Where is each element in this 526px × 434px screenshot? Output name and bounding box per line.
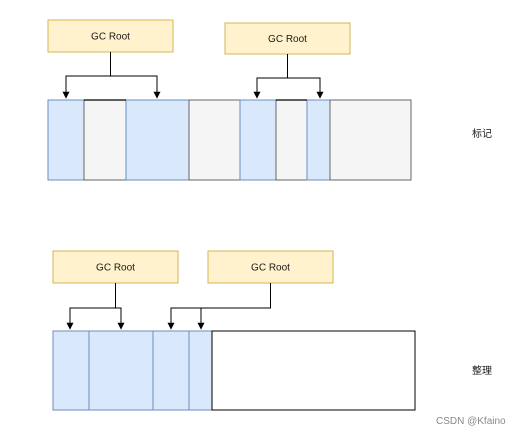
live-object-block <box>52 330 90 411</box>
arrow-line <box>287 77 324 99</box>
gc-root-label-4: GC Root <box>251 263 290 274</box>
reference-arrows-root-4 <box>167 283 271 330</box>
mark-phase-section: GC Root GC Root <box>47 19 492 181</box>
live-object-block <box>306 99 331 181</box>
live-object-block <box>188 330 213 411</box>
arrow-line <box>115 307 125 330</box>
memory-heap-compacted <box>52 330 416 411</box>
arrow-line <box>197 307 271 330</box>
arrow-line <box>110 75 161 99</box>
gc-root-box-2: GC Root <box>224 22 351 55</box>
live-object-block <box>47 99 85 181</box>
reference-arrows-root-1 <box>62 52 161 99</box>
arrow-line <box>167 283 271 330</box>
live-object-block <box>88 330 154 411</box>
arrow-line <box>66 283 116 330</box>
arrow-line <box>62 52 111 99</box>
compact-phase-section: GC Root GC Root 整理 <box>52 250 492 411</box>
memory-heap-marked <box>47 99 412 181</box>
reference-arrows-root-3 <box>66 283 125 330</box>
live-object-block <box>152 330 190 411</box>
gc-root-label-2: GC Root <box>268 34 307 45</box>
dead-object-block <box>275 99 308 181</box>
gc-root-label-1: GC Root <box>91 32 130 43</box>
dead-object-block <box>83 99 127 181</box>
dead-object-block <box>188 99 241 181</box>
mark-phase-label: 标记 <box>472 128 492 140</box>
dead-object-block <box>329 99 412 181</box>
gc-root-box-3: GC Root <box>52 250 179 284</box>
gc-root-label-3: GC Root <box>96 263 135 274</box>
reference-arrows-root-2 <box>253 54 324 99</box>
live-object-block <box>125 99 190 181</box>
free-space-block <box>211 330 416 411</box>
arrow-line <box>253 54 288 99</box>
live-object-block <box>239 99 277 181</box>
compact-phase-label: 整理 <box>472 364 492 377</box>
watermark-text: CSDN @Kfaino <box>436 416 506 427</box>
gc-root-box-1: GC Root <box>47 19 174 53</box>
gc-root-box-4: GC Root <box>207 250 334 284</box>
